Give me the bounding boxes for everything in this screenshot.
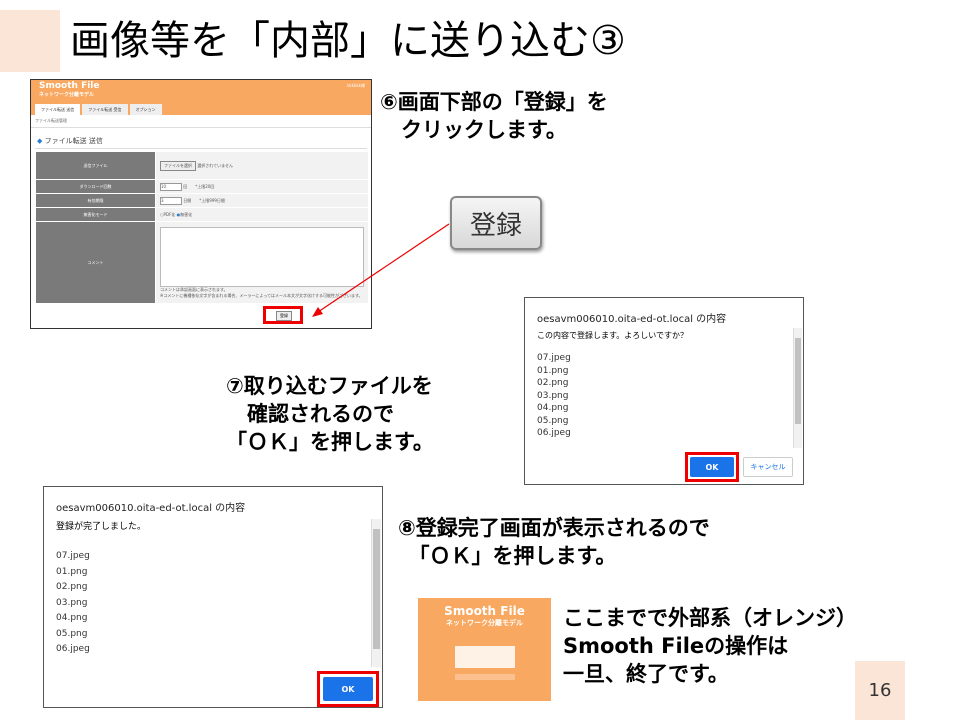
page-heading: ◆ ファイル転送 送信 <box>35 134 367 149</box>
file-item: 05.png <box>537 415 569 426</box>
file-item: 03.png <box>56 597 88 608</box>
ok-highlight <box>317 671 379 707</box>
register-highlight <box>263 306 303 324</box>
file-item: 02.png <box>56 582 88 592</box>
file-label: 送信ファイル <box>35 151 156 180</box>
comment-note-2: ※コメントに機種依存文字が含まれる場合、メーラーによってはメール本文が文字化けす… <box>160 292 363 298</box>
complete-dialog-message: 登録が完了しました。 <box>56 522 147 532</box>
tab-receive[interactable]: ファイル転送 受信 <box>82 104 128 115</box>
download-note: *上限20回 <box>195 183 215 189</box>
file-item: 01.png <box>537 365 569 376</box>
tab-bar: ファイル転送 送信 ファイル転送 受信 オプション <box>31 104 371 115</box>
tab-send[interactable]: ファイル転送 送信 <box>35 104 81 115</box>
comment-textarea[interactable] <box>160 226 364 287</box>
file-item: 02.png <box>537 378 569 388</box>
comment-note-1: コメントは承認画面に表示されます。 <box>160 286 228 292</box>
step7-text: ⑦取り込むファイルを 確認されるので 「ＯＫ」を押します。 <box>226 374 434 454</box>
radio-pdf[interactable]: ○PDF化 <box>160 211 176 217</box>
register-button[interactable]: 登録 <box>276 311 292 321</box>
download-unit: 回 <box>183 183 188 189</box>
scroll-thumb[interactable] <box>373 529 380 649</box>
tab-options[interactable]: オプション <box>129 104 162 115</box>
login-logo-sub: ネットワーク分離モデル <box>446 619 523 627</box>
file-item: 07.jpeg <box>537 353 571 363</box>
file-status: 選択されていません <box>197 162 234 168</box>
file-item: 06.jpeg <box>56 644 90 654</box>
pointer-arrow-line <box>317 223 450 313</box>
smoothfile-login-thumbnail: Smooth File ネットワーク分離モデル <box>418 598 551 701</box>
file-item: 05.png <box>56 628 88 639</box>
login-buttons <box>454 674 515 680</box>
radio-sanitize-label: 無害化 <box>180 211 193 217</box>
step6-text: ⑥画面下部の「登録」を クリックします。 <box>380 90 608 142</box>
radio-pdf-label: PDF化 <box>163 211 176 217</box>
complete-file-list: 07.jpeg 01.png 02.png 03.png 04.png 05.png 06.… <box>56 549 90 658</box>
scroll-thumb[interactable] <box>795 338 801 424</box>
step8-text: ⑧登録完了画面が表示されるので 「ＯＫ」を押します。 <box>398 516 710 568</box>
confirm-dialog-message: この内容で登録します。よろしいですか？ <box>537 331 688 340</box>
complete-dialog: oesavm006010.oita-ed-ot.local の内容 登録が完了し… <box>43 486 383 708</box>
confirm-file-list: 07.jpeg 01.png 02.png 03.png 04.png 05.png 06.… <box>537 352 571 440</box>
expiry-unit: 日間 <box>183 197 192 203</box>
confirm-ok-button[interactable]: OK <box>690 457 734 477</box>
send-form: 送信ファイル ファイルを選択 選択されていません ダウンロード回数 10 回 *… <box>35 151 369 304</box>
complete-ok-button[interactable]: OK <box>323 677 373 701</box>
breadcrumb[interactable]: ファイル転送管理 <box>31 115 371 128</box>
transfer-icon: ◆ <box>37 137 45 145</box>
file-item: 03.png <box>537 390 569 401</box>
file-item: 04.png <box>537 403 569 413</box>
register-button-zoom: 登録 <box>450 196 542 250</box>
file-item: 06.jpeg <box>537 428 571 438</box>
closing-text: ここまでで外部系（オレンジ） Smooth Fileの操作は 一旦、終了です。 <box>563 606 857 686</box>
page-heading-text: ファイル転送 送信 <box>44 137 103 145</box>
login-logo: Smooth File <box>444 604 525 618</box>
confirm-cancel-button[interactable]: キャンセル <box>743 457 793 477</box>
comment-label: コメント <box>35 221 156 304</box>
confirm-dialog-title: oesavm006010.oita-ed-ot.local の内容 <box>537 314 727 325</box>
file-item: 04.png <box>56 613 88 623</box>
slide-title: 画像等を「内部」に送り込む③ <box>70 18 626 64</box>
confirm-scrollbar[interactable] <box>793 328 802 448</box>
title-decoration <box>0 10 60 72</box>
ok-highlight <box>685 452 739 482</box>
page-number: 16 <box>855 661 905 720</box>
file-item: 01.png <box>56 566 88 577</box>
logo-subtext: ネットワーク分離モデル <box>39 92 95 98</box>
radio-sanitize[interactable]: ●無害化 <box>176 211 193 217</box>
complete-dialog-title: oesavm006010.oita-ed-ot.local の内容 <box>56 503 246 514</box>
file-item: 07.jpeg <box>56 551 90 561</box>
login-form <box>454 646 515 668</box>
expiry-note: *上限999日間 <box>199 197 225 203</box>
user-name: kkkkkk様 <box>347 83 365 88</box>
download-count-input[interactable]: 10 <box>160 182 182 191</box>
complete-scrollbar[interactable] <box>371 519 381 667</box>
logo-text: Smooth File <box>39 81 100 91</box>
confirm-dialog: oesavm006010.oita-ed-ot.local の内容 この内容で登… <box>524 297 804 485</box>
pointer-arrow-head <box>312 307 323 317</box>
mode-label: 無害化モード <box>35 207 156 222</box>
choose-file-button[interactable]: ファイルを選択 <box>160 160 196 171</box>
expiry-input[interactable]: 3 <box>160 196 182 205</box>
